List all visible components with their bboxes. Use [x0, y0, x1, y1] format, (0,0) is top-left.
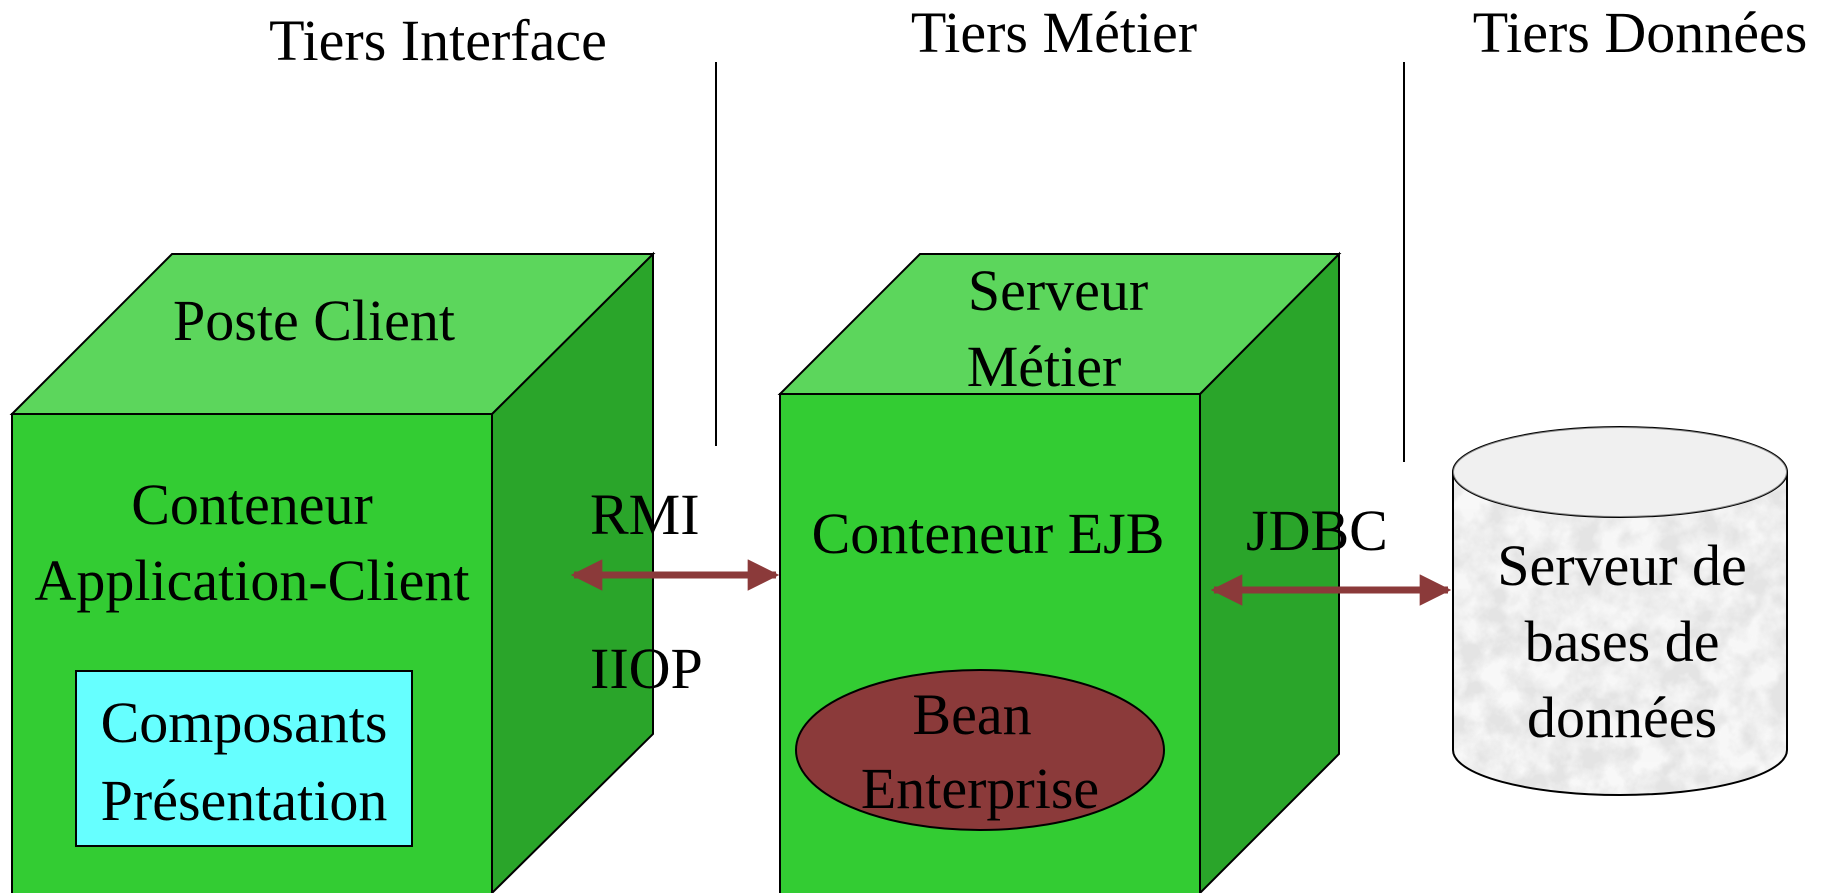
server-box-label-line2: Métier — [967, 334, 1122, 399]
presentation-components-label-line2: Présentation — [101, 768, 388, 833]
rmi-label: RMI — [590, 482, 700, 547]
tier-interface-heading: Tiers Interface — [269, 8, 607, 73]
database-label-line3: données — [1527, 685, 1717, 750]
server-box-label-line1: Serveur — [968, 258, 1148, 323]
database-cylinder — [1452, 426, 1788, 796]
presentation-components-label-line1: Composants — [101, 690, 388, 755]
client-container-label-line1: Conteneur — [131, 472, 373, 537]
enterprise-bean-label-line1: Bean — [912, 682, 1031, 747]
tier-donnees-heading: Tiers Données — [1473, 0, 1808, 65]
enterprise-bean — [795, 669, 1165, 831]
tier-metier-heading: Tiers Métier — [911, 0, 1197, 65]
database-label-line2: bases de — [1525, 609, 1720, 674]
presentation-components-box — [75, 670, 413, 847]
jdbc-label: JDBC — [1246, 498, 1388, 563]
client-box-label: Poste Client — [173, 288, 455, 353]
enterprise-bean-label-line2: Enterprise — [861, 756, 1099, 821]
client-container-label-line2: Application-Client — [35, 548, 470, 613]
iiop-label: IIOP — [590, 636, 703, 701]
ejb-container-label: Conteneur EJB — [812, 501, 1165, 566]
database-label-line1: Serveur de — [1497, 533, 1747, 598]
